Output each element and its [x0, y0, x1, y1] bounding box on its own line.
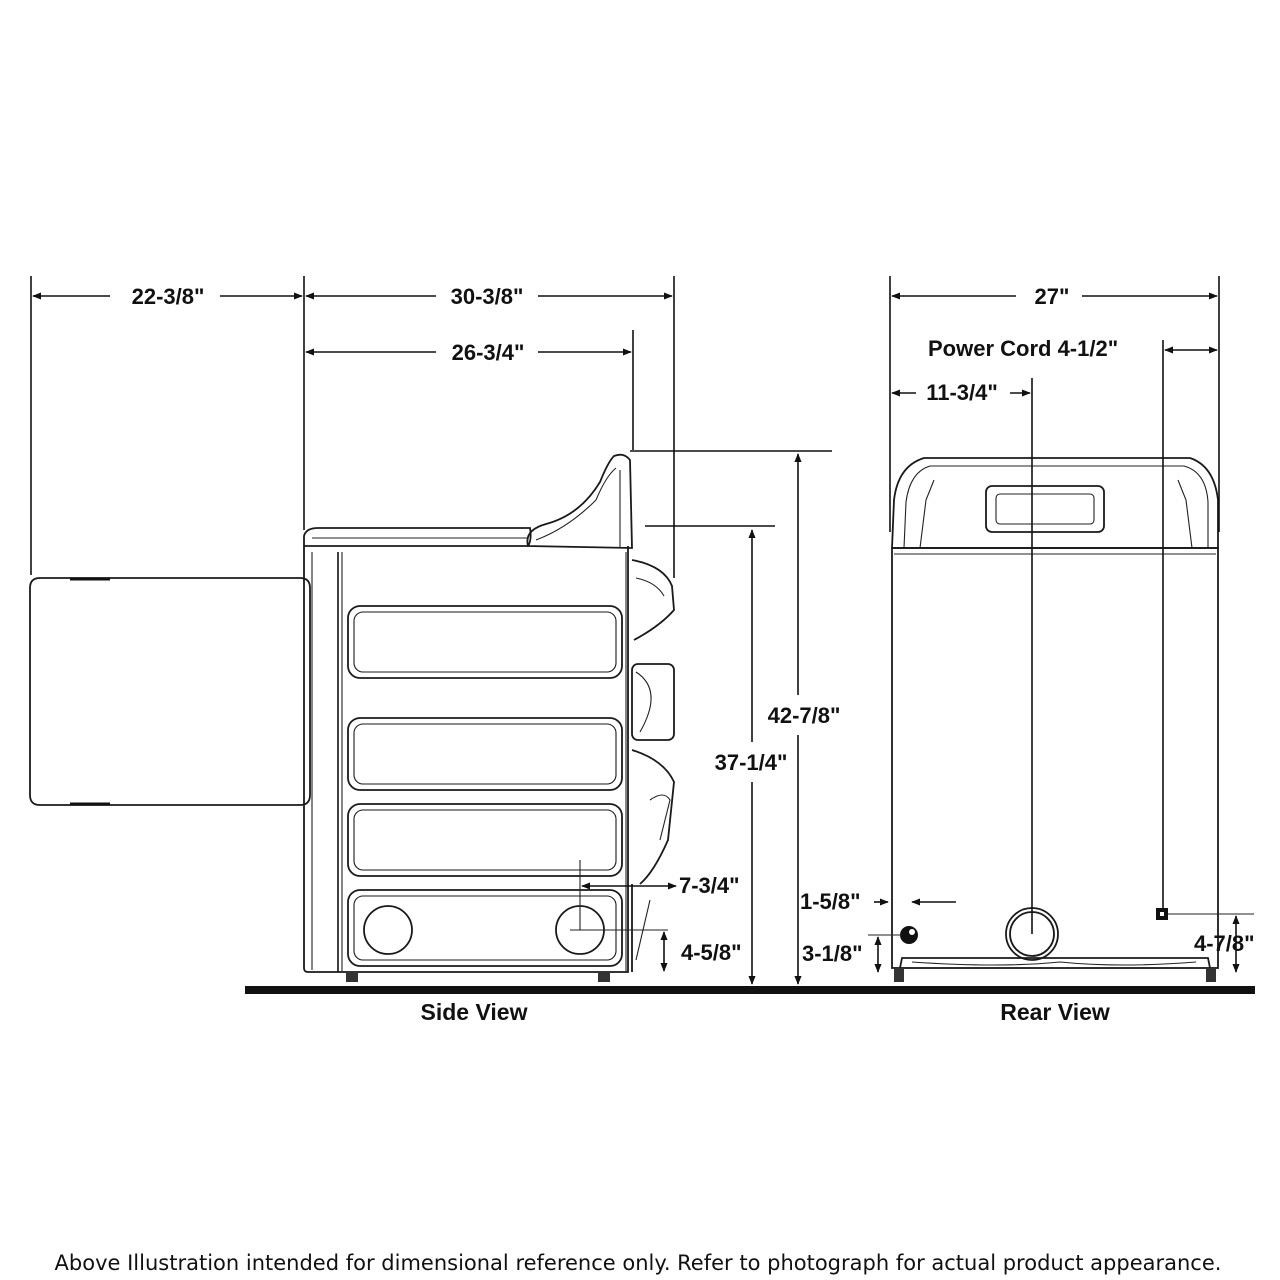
- dim-exhaust-height: 4-5/8": [681, 940, 742, 965]
- disclaimer-footnote: Above Illustration intended for dimensio…: [55, 1251, 1222, 1275]
- rear-lid: [891, 457, 1219, 549]
- rear-vent-panel: [985, 485, 1105, 533]
- dim-width: 27": [1035, 284, 1070, 309]
- side-rib-4: [347, 889, 623, 967]
- rear-body: [891, 547, 1219, 969]
- side-rib-3: [347, 803, 623, 877]
- top-panel: [303, 527, 532, 547]
- floor-line: [245, 986, 1255, 994]
- front-door-mid: [631, 663, 675, 741]
- side-foot-circle-left: [363, 905, 413, 955]
- gas-inlet: [900, 926, 918, 944]
- side-rib-1: [347, 605, 623, 679]
- cabinet-outline: [303, 546, 629, 973]
- rear-view-dimensions: 27" Power Cord 4-1/2" 11-3/4" 1-5/8" 3-1…: [800, 276, 1255, 973]
- dim-power-cord: Power Cord 4-1/2": [928, 336, 1118, 361]
- dim-height-console: 42-7/8": [768, 703, 841, 728]
- dim-exhaust-back: 7-3/4": [679, 873, 740, 898]
- dim-height-top: 37-1/4": [715, 750, 788, 775]
- rear-view-label: Rear View: [1000, 999, 1110, 1025]
- dim-door-swing: 22-3/8": [132, 284, 205, 309]
- dim-cord-height: 4-7/8": [1194, 931, 1255, 956]
- front-door-top: [631, 559, 675, 641]
- side-rib-2: [347, 717, 623, 791]
- dim-cabinet-depth: 26-3/4": [452, 340, 525, 365]
- rear-base: [899, 957, 1211, 969]
- dim-gas-side: 1-5/8": [800, 889, 861, 914]
- dim-exhaust-side: 11-3/4": [926, 380, 998, 405]
- side-view-label: Side View: [421, 999, 528, 1025]
- side-view-dimensions: 22-3/8" 30-3/8" 26-3/4" 42-7/8" 37-1/4" …: [30, 276, 841, 985]
- side-view-dryer: [29, 453, 675, 982]
- rear-view-dryer: [891, 457, 1219, 982]
- dim-gas-height: 3-1/8": [802, 941, 863, 966]
- control-console: [526, 453, 633, 549]
- open-door: [29, 577, 311, 806]
- front-door-lower: [631, 749, 675, 885]
- dim-overall-depth: 30-3/8": [451, 284, 524, 309]
